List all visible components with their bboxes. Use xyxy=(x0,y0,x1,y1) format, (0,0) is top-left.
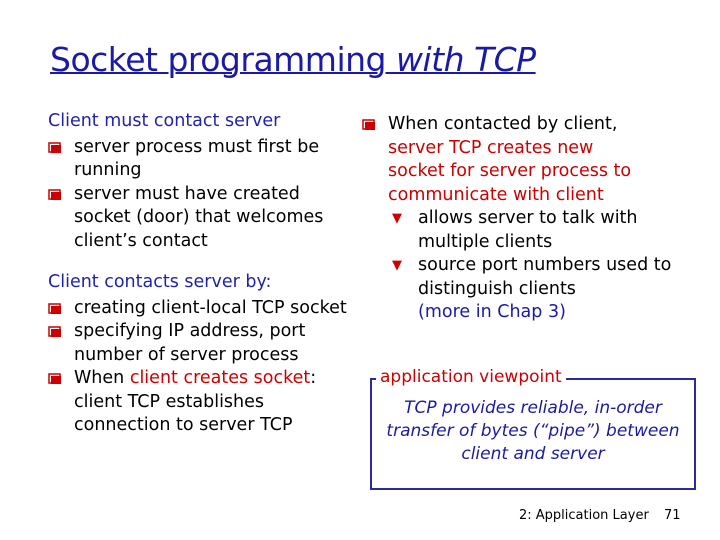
left-bullet-4: specifying IP address, port number of se… xyxy=(48,320,348,367)
r-bullet-icon xyxy=(48,302,61,314)
left-lead-1: Client must contact server xyxy=(48,111,281,131)
r-bullet-icon xyxy=(48,188,61,200)
viewpoint-label: application viewpoint xyxy=(376,366,566,388)
v-arrow-icon: ▼ xyxy=(392,258,402,273)
server-tcp-text: server TCP creates new socket for server… xyxy=(388,137,632,205)
r-bullet-icon xyxy=(48,141,61,153)
title-part2: with TCP xyxy=(395,40,536,79)
left-column: Client must contact server server proces… xyxy=(48,110,348,438)
r-bullet-icon xyxy=(48,326,61,337)
title-part1: Socket programming xyxy=(50,40,396,79)
v-arrow-icon: ▼ xyxy=(392,211,402,226)
right-bullet-1: When contacted by client, xyxy=(362,113,682,137)
r-bullet-icon xyxy=(362,119,375,130)
left-bullet-2: server must have created socket (door) t… xyxy=(48,183,348,254)
left-bullet-5: When client creates socket: client TCP e… xyxy=(48,367,348,438)
left-bullet-1: server process must first be running xyxy=(48,136,348,183)
chap3-note: (more in Chap 3) xyxy=(418,302,566,322)
right-column: When contacted by client, server TCP cre… xyxy=(362,113,682,325)
sub-bullet-1: ▼ allows server to talk with multiple cl… xyxy=(392,208,638,252)
chapter-footer: 2: Application Layer xyxy=(519,508,649,523)
client-creates-socket-text: client creates socket xyxy=(129,368,311,388)
r-bullet-icon xyxy=(48,373,61,384)
page-number: 71 xyxy=(664,508,681,523)
sub-bullet-2: ▼ source port numbers used to distinguis… xyxy=(392,255,672,299)
slide-title: Socket programming with TCP xyxy=(50,40,536,79)
left-bullet-3: creating client-local TCP socket xyxy=(48,297,348,321)
viewpoint-text: TCP provides reliable, in-order transfer… xyxy=(386,398,680,464)
left-lead-2: Client contacts server by: xyxy=(48,272,272,292)
